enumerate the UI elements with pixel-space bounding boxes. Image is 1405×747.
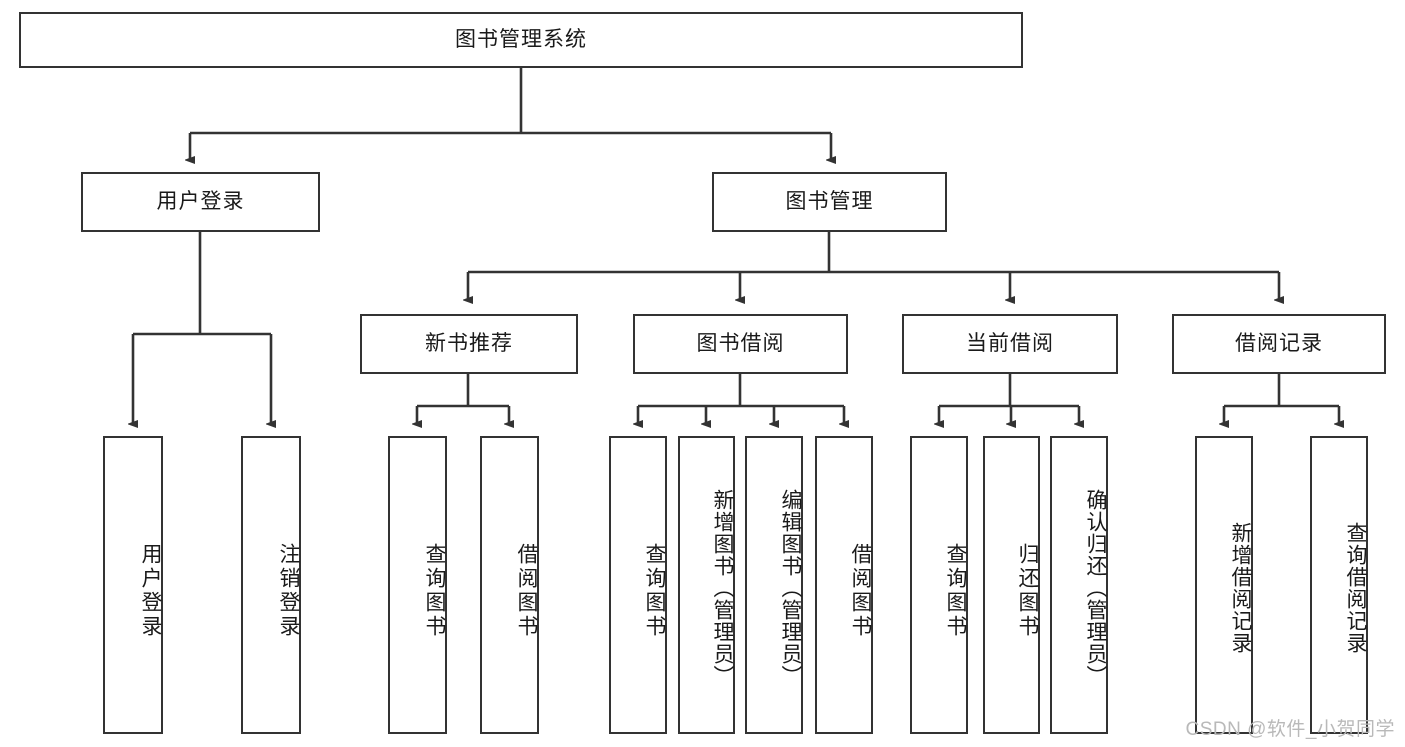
node-leaf-borrow-book-1-label: 借阅图书 (515, 543, 538, 639)
node-leaf-return-book[interactable]: 归还图书 (983, 436, 1040, 734)
node-leaf-query-book-3[interactable]: 查询图书 (910, 436, 968, 734)
node-current-borrow[interactable]: 当前借阅 (902, 314, 1118, 374)
node-new-book-rec[interactable]: 新书推荐 (360, 314, 578, 374)
node-leaf-query-book-3-label: 查询图书 (944, 543, 967, 639)
node-leaf-logout-login-label: 注销登录 (277, 543, 300, 639)
node-book-manage[interactable]: 图书管理 (712, 172, 947, 232)
node-leaf-confirm-return-admin-label: 确认归还（管理员） (1084, 489, 1107, 687)
node-leaf-confirm-return-admin[interactable]: 确认归还（管理员） (1050, 436, 1108, 734)
node-leaf-borrow-book-1[interactable]: 借阅图书 (480, 436, 539, 734)
node-leaf-add-book-admin[interactable]: 新增图书（管理员） (678, 436, 735, 734)
node-borrow-record-label: 借阅记录 (1235, 332, 1323, 356)
node-leaf-query-book-1-label: 查询图书 (423, 543, 446, 639)
node-new-book-rec-label: 新书推荐 (425, 332, 513, 356)
node-leaf-add-borrow-record-label: 新增借阅记录 (1229, 522, 1252, 654)
node-leaf-query-book-1[interactable]: 查询图书 (388, 436, 447, 734)
node-book-manage-label: 图书管理 (785, 190, 874, 214)
node-leaf-edit-book-admin-label: 编辑图书（管理员） (779, 489, 802, 687)
node-root-label: 图书管理系统 (455, 28, 587, 52)
node-leaf-edit-book-admin[interactable]: 编辑图书（管理员） (745, 436, 803, 734)
node-root[interactable]: 图书管理系统 (19, 12, 1023, 68)
node-borrow-record[interactable]: 借阅记录 (1172, 314, 1386, 374)
node-user-login-label: 用户登录 (156, 190, 245, 214)
node-leaf-query-book-2-label: 查询图书 (643, 543, 666, 639)
node-leaf-add-book-admin-label: 新增图书（管理员） (711, 489, 734, 687)
node-leaf-borrow-book-2-label: 借阅图书 (849, 543, 872, 639)
node-book-borrow[interactable]: 图书借阅 (633, 314, 848, 374)
node-leaf-query-borrow-record-label: 查询借阅记录 (1344, 522, 1367, 654)
node-leaf-query-borrow-record[interactable]: 查询借阅记录 (1310, 436, 1368, 734)
node-book-borrow-label: 图书借阅 (696, 332, 785, 356)
node-current-borrow-label: 当前借阅 (966, 332, 1054, 356)
node-leaf-logout-login[interactable]: 注销登录 (241, 436, 301, 734)
node-leaf-user-login[interactable]: 用户登录 (103, 436, 163, 734)
node-leaf-return-book-label: 归还图书 (1016, 543, 1039, 639)
node-leaf-query-book-2[interactable]: 查询图书 (609, 436, 667, 734)
node-user-login[interactable]: 用户登录 (81, 172, 320, 232)
node-leaf-user-login-label: 用户登录 (139, 543, 162, 639)
node-leaf-borrow-book-2[interactable]: 借阅图书 (815, 436, 873, 734)
node-leaf-add-borrow-record[interactable]: 新增借阅记录 (1195, 436, 1253, 734)
